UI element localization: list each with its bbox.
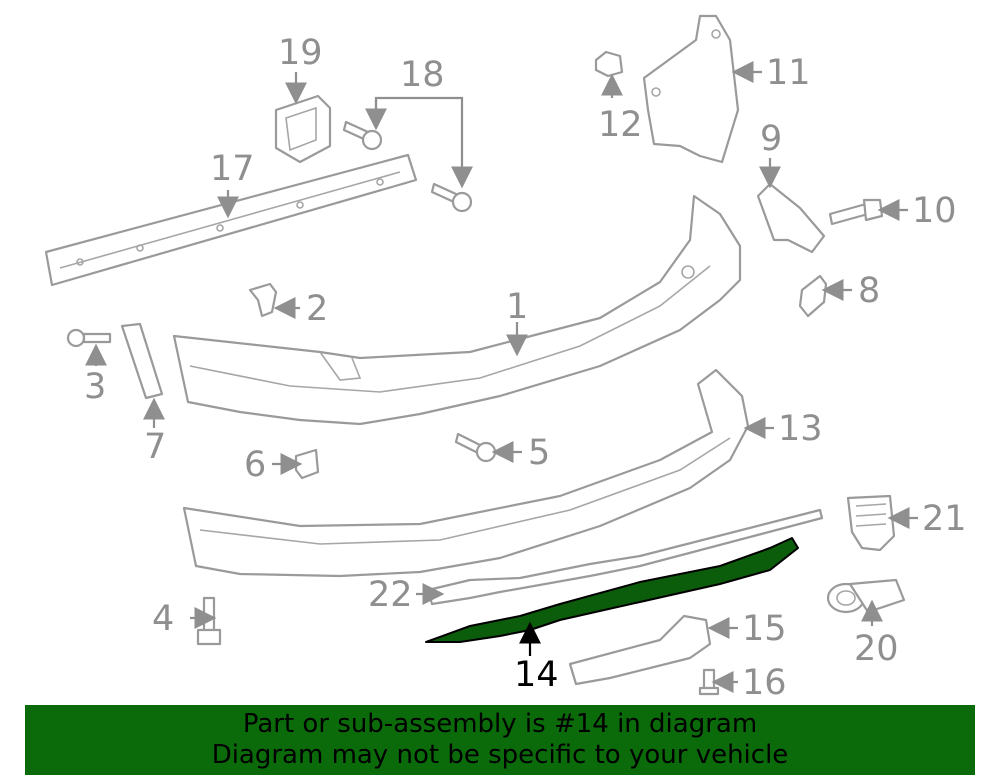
callout-labels: 1 2 3 4 5 6 7 8 9 10 11 12 13 14 15 16 1…	[84, 33, 967, 700]
callout-19: 19	[278, 33, 323, 73]
callout-7: 7	[144, 427, 166, 467]
callout-20: 20	[854, 629, 899, 669]
bolt-3	[66, 328, 112, 348]
callout-1: 1	[506, 287, 528, 327]
callout-18: 18	[400, 55, 445, 95]
callout-11: 11	[766, 53, 811, 93]
info-banner: Part or sub-assembly is #14 in diagram D…	[25, 705, 975, 775]
side-retainer-11	[642, 14, 740, 164]
banner-line-1: Part or sub-assembly is #14 in diagram	[242, 709, 758, 739]
bumper-cover-1	[172, 194, 742, 426]
bolt-4	[196, 596, 222, 646]
callout-8: 8	[858, 271, 880, 311]
bolt-18a	[342, 120, 383, 151]
callout-17: 17	[210, 149, 255, 189]
callout-21: 21	[922, 499, 967, 539]
pin-16	[698, 668, 720, 696]
bolt-18b	[430, 182, 473, 213]
bracket-19	[274, 94, 332, 164]
bolt-5	[454, 432, 497, 463]
sensor-bracket-21	[846, 494, 896, 552]
clip-6	[294, 448, 320, 480]
bumper-reinforcement-17	[44, 153, 418, 287]
callout-9: 9	[760, 119, 782, 159]
callout-6: 6	[244, 445, 266, 485]
callout-2: 2	[306, 289, 328, 329]
callout-16: 16	[742, 663, 787, 700]
callout-5: 5	[528, 433, 550, 473]
callout-4: 4	[152, 599, 174, 639]
leader-lines	[85, 61, 918, 693]
callout-15: 15	[742, 609, 787, 649]
strip-7	[120, 322, 164, 400]
sensor-20	[826, 578, 906, 614]
callout-3: 3	[84, 367, 106, 407]
callout-13: 13	[778, 409, 823, 449]
callout-12: 12	[598, 105, 643, 145]
plate-15	[568, 614, 712, 686]
banner-line-2: Diagram may not be specific to your vehi…	[211, 740, 789, 770]
parts-diagram: 1 2 3 4 5 6 7 8 9 10 11 12 13 14 15 16 1…	[44, 14, 967, 700]
clip-2	[248, 282, 278, 318]
clip-8	[798, 274, 828, 318]
clip-12	[594, 50, 624, 78]
bracket-22	[426, 508, 824, 606]
bracket-9	[756, 182, 826, 254]
callout-10: 10	[912, 191, 957, 231]
callout-14: 14	[514, 655, 559, 695]
callout-22: 22	[368, 575, 413, 615]
bolt-10	[828, 198, 884, 226]
